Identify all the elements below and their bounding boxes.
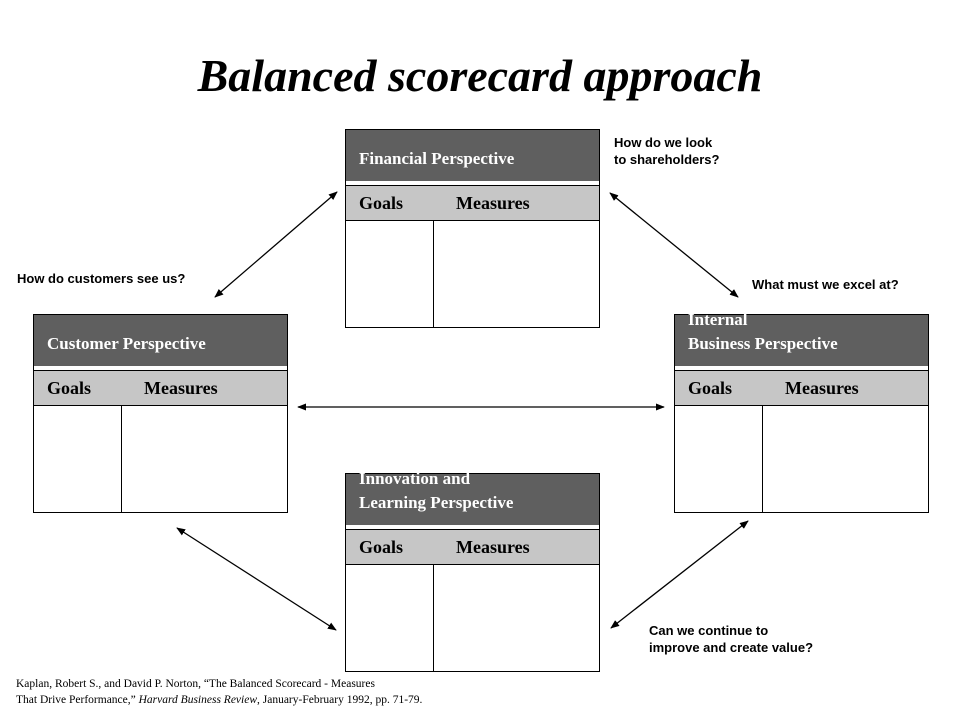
arrow-financial-internal <box>609 192 739 298</box>
measures-label: Measures <box>456 537 530 557</box>
card-subheader: Goals Measures <box>346 529 599 565</box>
column-divider <box>433 565 434 671</box>
citation-journal: Harvard Business Review <box>138 694 257 706</box>
card-subheader: Goals Measures <box>34 370 287 406</box>
question-customers: How do customers see us? <box>17 271 186 286</box>
card-header: Internal Business Perspective <box>675 310 928 368</box>
goals-label: Goals <box>359 193 404 213</box>
citation-line-1: Kaplan, Robert S., and David P. Norton, … <box>16 678 375 690</box>
column-divider <box>762 406 763 512</box>
card-subheader: Goals Measures <box>346 185 599 221</box>
card-title: Financial Perspective <box>359 149 515 168</box>
measures-label: Measures <box>785 378 859 398</box>
column-divider <box>433 221 434 327</box>
arrow-internal-innovation <box>610 520 749 629</box>
card-title: Customer Perspective <box>47 334 206 353</box>
card-header: Financial Perspective <box>346 130 599 183</box>
page-title: Balanced scorecard approach <box>197 50 763 101</box>
goals-label: Goals <box>47 378 92 398</box>
internal-business-perspective-card: Internal Business Perspective Goals Meas… <box>674 310 929 513</box>
customer-perspective-card: Customer Perspective Goals Measures <box>33 314 288 513</box>
innovation-learning-perspective-card: Innovation and Learning Perspective Goal… <box>345 469 600 672</box>
measures-label: Measures <box>144 378 218 398</box>
citation-suffix: , January-February 1992, pp. 71-79. <box>257 694 423 706</box>
card-header: Customer Perspective <box>34 315 287 368</box>
card-title: Internal Business Perspective <box>688 310 838 353</box>
measures-label: Measures <box>456 193 530 213</box>
card-header: Innovation and Learning Perspective <box>346 469 599 527</box>
card-title: Innovation and Learning Perspective <box>359 469 514 512</box>
citation: Kaplan, Robert S., and David P. Norton, … <box>16 676 422 708</box>
arrow-customer-innovation <box>176 527 337 631</box>
citation-prefix: That Drive Performance,” <box>16 694 139 706</box>
citation-line-2: That Drive Performance,” Harvard Busines… <box>16 692 422 708</box>
goals-label: Goals <box>359 537 404 557</box>
question-excel: What must we excel at? <box>752 277 899 292</box>
question-shareholders: How do we look to shareholders? <box>614 135 720 167</box>
arrow-financial-customer <box>214 191 338 298</box>
financial-perspective-card: Financial Perspective Goals Measures <box>345 129 600 328</box>
card-subheader: Goals Measures <box>675 370 928 406</box>
column-divider <box>121 406 122 512</box>
goals-label: Goals <box>688 378 733 398</box>
